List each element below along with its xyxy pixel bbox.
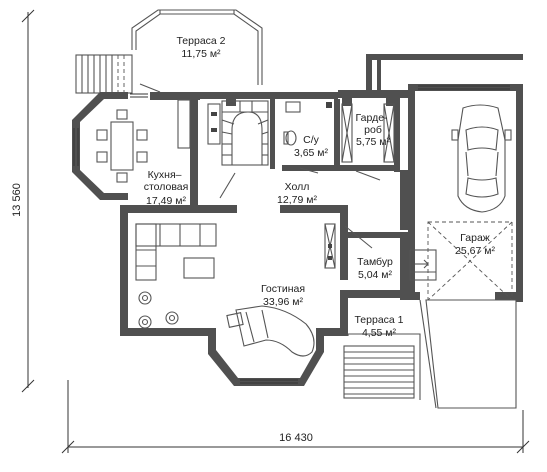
room-area-kitchen: 17,49 м² — [146, 195, 186, 207]
hall-closet — [324, 223, 336, 269]
room-name-kitchen: Кухня– столовая — [144, 169, 189, 193]
room-name-hall: Холл — [285, 181, 310, 193]
wc-fixtures — [283, 101, 332, 146]
room-area-tambour: 5,04 м² — [358, 269, 393, 281]
dimension-width-label: 16 430 — [279, 432, 313, 444]
room-name-terrace1: Терраса 1 — [354, 314, 403, 326]
room-area-terrace1: 4,55 м² — [362, 327, 397, 339]
room-area-wardrobe: 5,75 м² — [356, 136, 391, 148]
windows — [73, 85, 510, 384]
dimension-lines — [21, 9, 530, 454]
walls — [72, 54, 523, 386]
room-name-terrace2: Терраса 2 — [176, 35, 225, 47]
kitchen-counter — [177, 99, 221, 149]
room-name-garage: Гараж — [460, 232, 490, 244]
room-labels: Терраса 2 11,75 м² Кухня– столовая 17,49… — [144, 35, 496, 339]
room-area-hall: 12,79 м² — [277, 194, 317, 206]
room-name-wc: С/у — [303, 134, 320, 146]
dining-table — [96, 109, 148, 183]
room-area-living: 33,96 м² — [263, 296, 303, 308]
room-name-wardrobe: Гарде- роб — [356, 112, 391, 136]
tambour-step — [409, 249, 437, 281]
room-area-terrace2: 11,75 м² — [181, 48, 221, 60]
room-area-garage: 25,67 м² — [455, 245, 495, 257]
dimension-height-label: 13 560 — [11, 183, 23, 217]
main-staircase — [221, 100, 269, 166]
garage-car — [451, 104, 512, 213]
room-name-tambour: Тамбур — [357, 256, 393, 268]
garage-ramp — [419, 221, 517, 409]
wardrobe-shelves — [341, 103, 395, 163]
terrace-2-stairs — [75, 54, 133, 94]
terrace-1 — [343, 333, 421, 400]
room-name-living: Гостиная — [261, 283, 305, 295]
living-sofa — [135, 223, 217, 281]
terrace-2 — [131, 9, 263, 93]
door-swings — [219, 167, 381, 249]
grand-piano — [226, 305, 315, 357]
living-armchairs — [138, 291, 179, 329]
room-area-wc: 3,65 м² — [294, 147, 329, 159]
